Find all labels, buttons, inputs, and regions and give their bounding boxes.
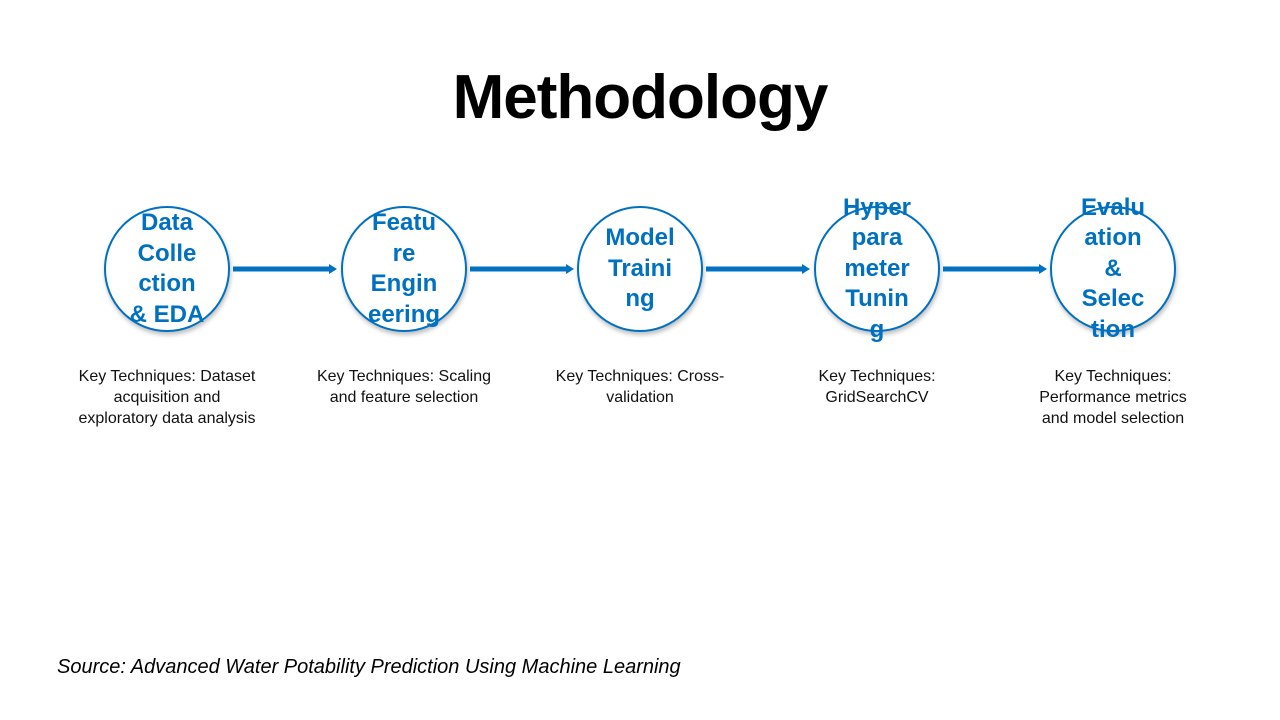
step-description-line: and feature selection <box>329 389 479 406</box>
step-label-line: Tunin <box>845 285 909 313</box>
step-description-line: and model selection <box>1041 410 1185 427</box>
step-label-line: & EDA <box>129 300 205 328</box>
step-label-line: Evalu <box>1080 193 1146 221</box>
step-label-line: meter <box>844 254 910 282</box>
step-label-line: Featu <box>371 209 436 236</box>
step-label-line: Data <box>140 209 194 236</box>
step-circle <box>104 206 230 332</box>
arrow-icon <box>706 264 810 274</box>
step-label-line: Colle <box>137 239 197 267</box>
step-description-line: Performance metrics <box>1039 389 1187 406</box>
step-label-line: para <box>851 224 903 252</box>
step-label-line: ction <box>138 270 196 297</box>
step-label-line: re <box>392 239 416 267</box>
source-citation: Source: Advanced Water Potability Predic… <box>57 656 681 678</box>
step-description: Key Techniques: GridSearchCV <box>762 366 992 408</box>
step-circle <box>814 206 940 332</box>
step-label-line: Traini <box>607 254 673 282</box>
step-description-line: acquisition and <box>113 389 221 406</box>
step-description-line: Key Techniques: Scaling <box>316 368 492 385</box>
step-circle <box>1050 206 1176 332</box>
step-label-line: & <box>1104 254 1122 282</box>
arrow-icon <box>470 264 574 274</box>
step-description-line: validation <box>606 389 674 406</box>
step-description-line: exploratory data analysis <box>78 410 256 427</box>
step-label-line: ng <box>625 285 655 313</box>
step-circle <box>577 206 703 332</box>
step-description-line: Key Techniques: Dataset <box>78 368 256 385</box>
step-description-line: Key Techniques: <box>1054 368 1172 385</box>
step-circle <box>341 206 467 332</box>
step-description-line: GridSearchCV <box>825 389 929 406</box>
step-label-line: tion <box>1091 315 1135 343</box>
arrow-icon <box>233 264 337 274</box>
step-label-line: g <box>869 315 885 343</box>
step-label-line: Hyper <box>842 193 912 221</box>
step-description: Key Techniques: Scaling and feature selec… <box>289 366 519 408</box>
arrow-icon <box>943 264 1047 274</box>
step-label-line: Engin <box>370 270 438 297</box>
step-label-line: eering <box>367 300 441 328</box>
step-description: Key Techniques: Cross-validation <box>525 366 755 408</box>
step-label-line: Model <box>605 224 675 252</box>
step-description: Key Techniques: Performance metrics and mo… <box>998 366 1228 429</box>
step-description-line: Key Techniques: Cross- <box>555 368 725 385</box>
step-description: Key Techniques: Dataset acquisition and ex… <box>52 366 282 429</box>
step-label-line: ation <box>1084 224 1142 252</box>
slide-title: Methodology <box>452 63 829 132</box>
step-description-line: Key Techniques: <box>818 368 936 385</box>
step-label-line: Selec <box>1081 285 1145 313</box>
